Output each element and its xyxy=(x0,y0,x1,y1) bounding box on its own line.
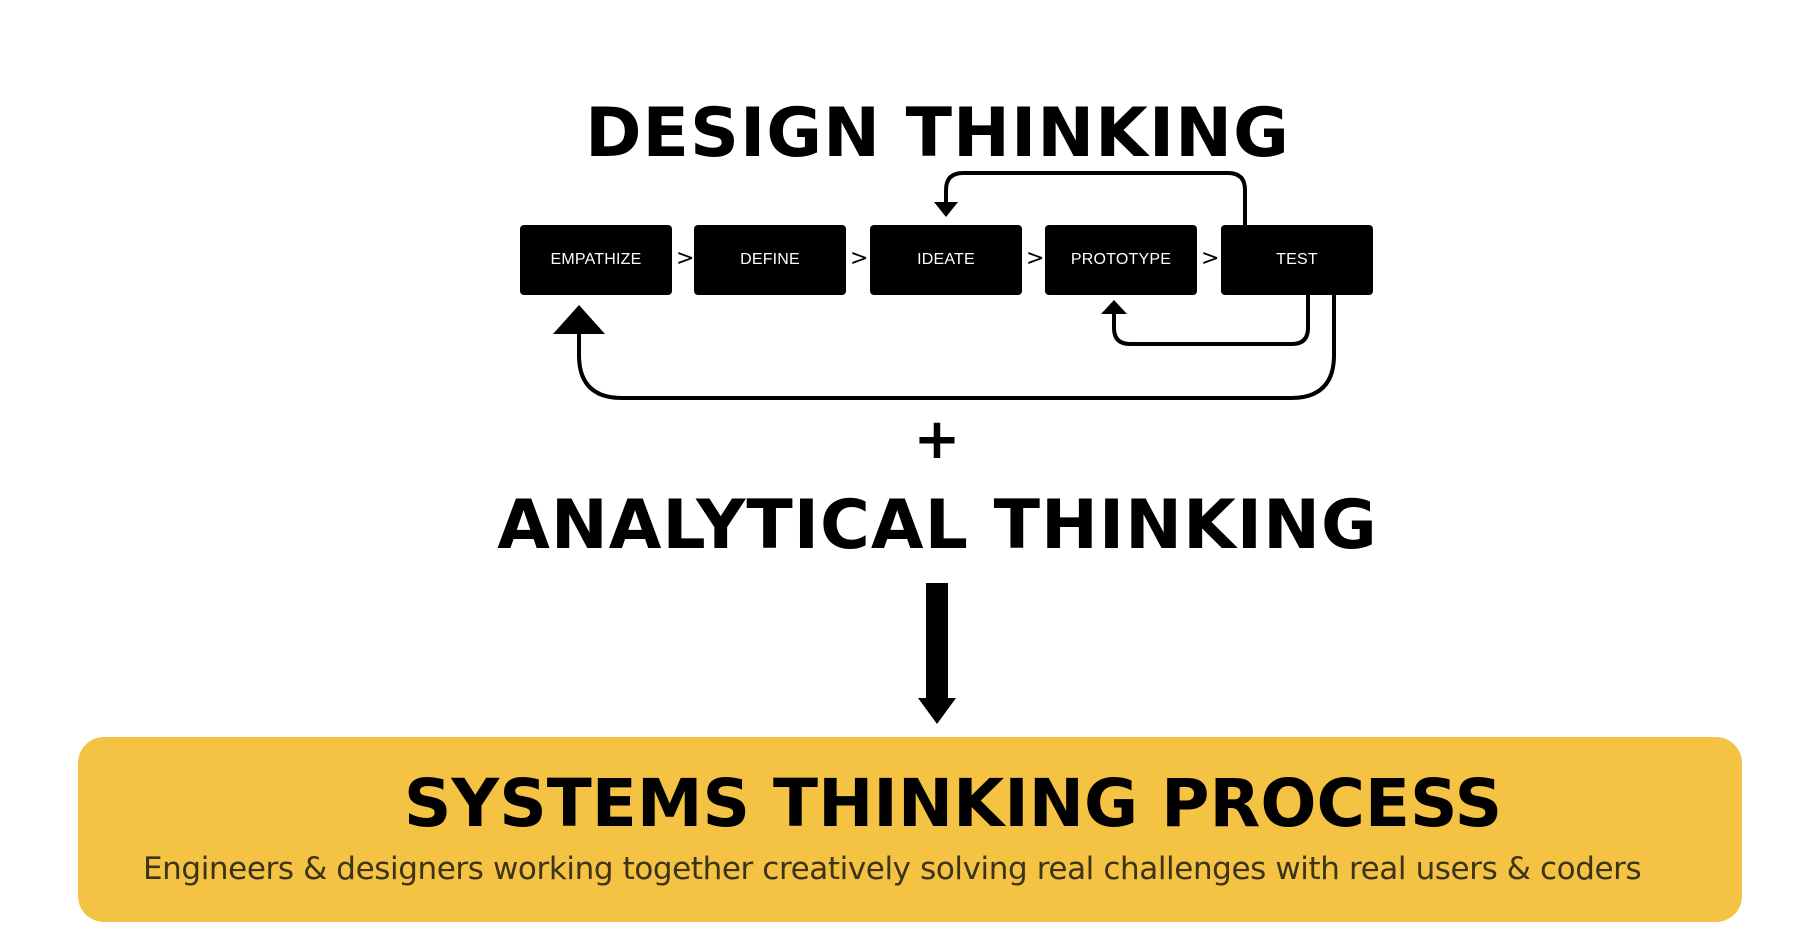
step-test: TEST xyxy=(1221,225,1373,295)
down-arrow-head xyxy=(918,698,956,724)
step-empathize: EMPATHIZE xyxy=(520,225,672,295)
analytical-thinking-title: ANALYTICAL THINKING xyxy=(497,486,1378,565)
step-separator: > xyxy=(1201,246,1220,271)
prototype-arrowhead xyxy=(1101,300,1127,314)
systems-thinking-panel: SYSTEMS THINKING PROCESS Engineers & des… xyxy=(78,737,1742,922)
ideate-arrowhead xyxy=(934,202,958,217)
test-to-ideate-loop-arrow xyxy=(944,171,1247,225)
empathize-arrowhead xyxy=(553,305,605,334)
step-ideate: IDEATE xyxy=(870,225,1022,295)
step-separator: > xyxy=(676,246,695,271)
down-arrow-shaft xyxy=(926,583,948,701)
step-separator: > xyxy=(850,246,869,271)
step-prototype: PROTOTYPE xyxy=(1045,225,1197,295)
test-to-prototype-loop-arrow xyxy=(1112,295,1310,346)
systems-thinking-title: SYSTEMS THINKING PROCESS xyxy=(403,765,1503,842)
step-define: DEFINE xyxy=(694,225,846,295)
step-separator: > xyxy=(1026,246,1045,271)
design-thinking-title: DESIGN THINKING xyxy=(585,94,1290,173)
plus-sign: + xyxy=(913,407,962,472)
systems-thinking-subtitle: Engineers & designers working together c… xyxy=(143,851,1642,887)
test-to-empathize-loop-arrow xyxy=(577,295,1336,400)
